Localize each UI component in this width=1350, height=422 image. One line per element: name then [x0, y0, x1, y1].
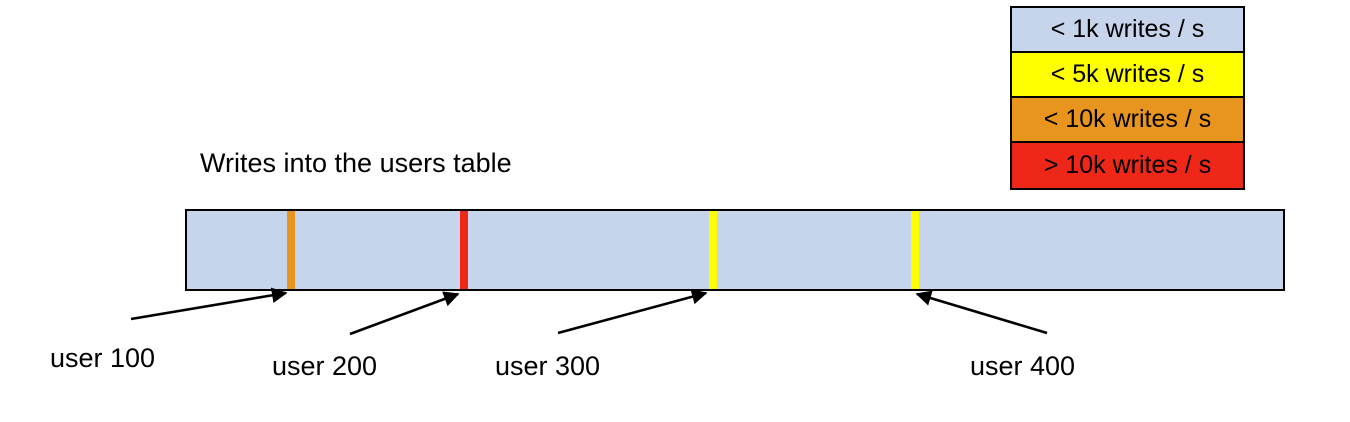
arrow-user-400 [915, 290, 1048, 335]
arrow-user-100 [130, 287, 288, 321]
marker-stripe-user-400 [911, 211, 919, 289]
users-table-bar [185, 209, 1285, 291]
legend-row-gt-10k: > 10k writes / s [1012, 143, 1243, 188]
page-title: Writes into the users table [200, 148, 512, 178]
marker-stripe-user-300 [709, 211, 717, 289]
marker-stripe-user-200 [460, 211, 468, 289]
legend-label: > 10k writes / s [1043, 151, 1212, 179]
arrow-user-300 [557, 289, 708, 335]
legend-row-lt-5k: < 5k writes / s [1012, 53, 1243, 98]
callout-label-user-200: user 200 [272, 351, 378, 381]
legend-row-lt-1k: < 1k writes / s [1012, 8, 1243, 53]
marker-stripe-user-100 [287, 211, 295, 289]
legend-row-lt-10k: < 10k writes / s [1012, 98, 1243, 143]
arrow-user-200 [349, 291, 460, 336]
callout-label-user-100: user 100 [50, 343, 156, 373]
legend: < 1k writes / s < 5k writes / s < 10k wr… [1010, 6, 1245, 190]
legend-label: < 1k writes / s [1050, 15, 1205, 43]
legend-label: < 10k writes / s [1043, 105, 1212, 133]
legend-label: < 5k writes / s [1050, 60, 1205, 88]
callout-label-user-400: user 400 [970, 351, 1076, 381]
callout-label-user-300: user 300 [495, 351, 601, 381]
